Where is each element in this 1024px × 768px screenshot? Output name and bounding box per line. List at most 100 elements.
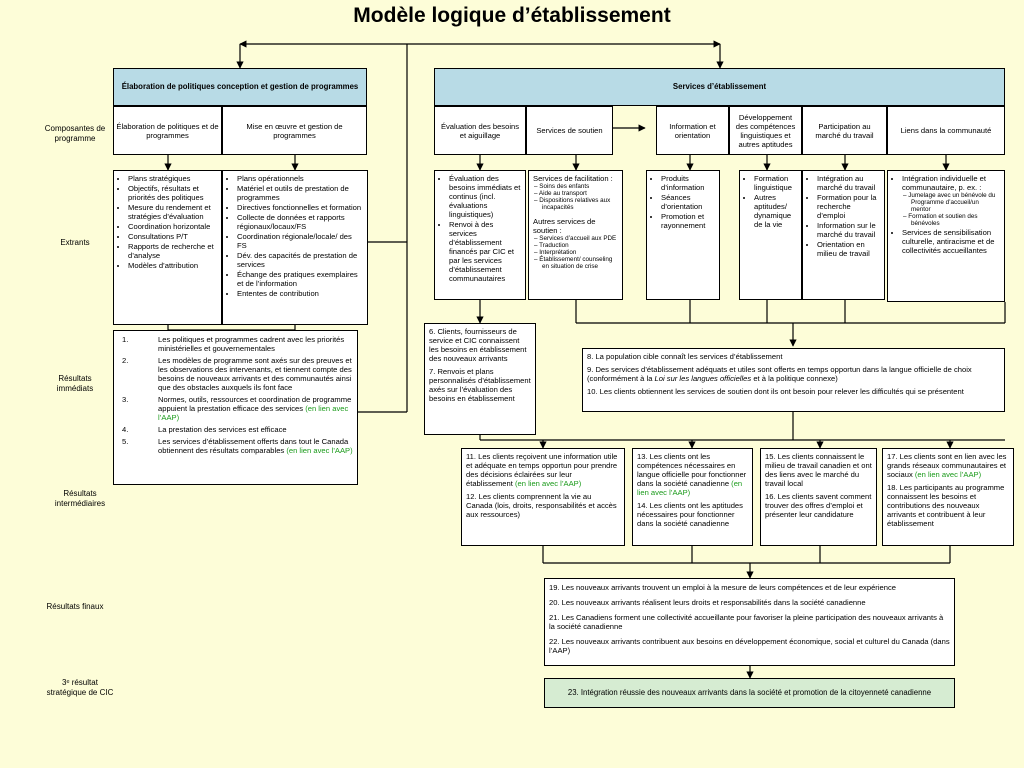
right-header: Services d’établissement xyxy=(434,68,1005,106)
output-subitem: Dispositions relatives aux incapacités xyxy=(539,197,618,211)
result-17-18: 17. Les clients sont en lien avec les gr… xyxy=(882,448,1014,546)
output-item: Ententes de contribution xyxy=(237,289,363,298)
final-result-item: 22. Les nouveaux arrivants contribuent a… xyxy=(549,637,950,655)
output-subitem: Jumelage avec un bénévole du Programme d… xyxy=(908,192,1000,213)
output-subitem: Aide au transport xyxy=(539,190,618,197)
out-soutien: Services de facilitation : Soins des enf… xyxy=(528,170,623,300)
output-subitem: Formation et soutien des bénévoles xyxy=(908,213,1000,227)
out-liens: Intégration individuelle et communautair… xyxy=(887,170,1005,302)
result-18: 18. Les participants au programme connai… xyxy=(887,483,1005,528)
result-text: Les modèles de programme sont axés sur d… xyxy=(158,356,352,392)
strategic-result: 23. Intégration réussie des nouveaux arr… xyxy=(544,678,955,708)
output-subitem: Services d’accueil aux PDE xyxy=(539,235,618,242)
result-number: 5. xyxy=(122,437,129,446)
output-item: Séances d’orientation xyxy=(661,193,715,211)
result-8-10: 8. La population cible connaît les servi… xyxy=(582,348,1005,412)
right-sub-information: Information et orientation xyxy=(656,106,729,155)
result-11-aap: (en lien avec l’AAP) xyxy=(514,479,582,488)
final-result-item: 21. Les Canadiens forment une collectivi… xyxy=(549,613,944,631)
liens-a: Intégration individuelle et communautair… xyxy=(902,174,987,192)
result-17: 17. Les clients sont en lien avec les gr… xyxy=(887,452,1007,479)
result-number: 1. xyxy=(122,335,129,344)
result-14: 14. Les clients ont les aptitudes nécess… xyxy=(637,501,743,528)
result-11: 11. Les clients reçoivent une informatio… xyxy=(466,452,618,488)
output-item: Modèles d’attribution xyxy=(128,261,217,270)
result-item: 4. La prestation des services est efficac… xyxy=(118,425,353,434)
output-item: Promotion et rayonnement xyxy=(661,212,715,230)
result-number: 3. xyxy=(122,395,129,404)
soutien-h1: Services de facilitation : xyxy=(533,174,613,183)
output-subitem: Interprétation xyxy=(539,249,618,256)
output-item: Plans opérationnels xyxy=(237,174,363,183)
left-sub-mise-en-oeuvre: Mise en œuvre et gestion de programmes xyxy=(222,106,367,155)
output-item: Objectifs, résultats et priorités des po… xyxy=(128,184,217,202)
result-number: 2. xyxy=(122,356,129,365)
result-17-aap: (en lien avec l’AAP) xyxy=(914,470,982,479)
output-item: Évaluation des besoins immédiats et cont… xyxy=(449,174,521,219)
result-7: 7. Renvois et plans personnalisés d’étab… xyxy=(429,367,531,403)
result-11-12: 11. Les clients reçoivent une informatio… xyxy=(461,448,625,546)
result-13: 13. Les clients ont les compétences néce… xyxy=(637,452,747,488)
result-15-16: 15. Les clients connaissent le milieu de… xyxy=(760,448,877,546)
result-6: 6. Clients, fournisseurs de service et C… xyxy=(429,327,527,363)
result-item: 1. Les politiques et programmes cadrent a… xyxy=(118,335,353,353)
output-subitem: Établissement/ counseling en situation d… xyxy=(539,256,618,270)
output-item: Orientation en milieu de travail xyxy=(817,240,880,258)
result-13-14: 13. Les clients ont les compétences néce… xyxy=(632,448,753,546)
right-sub-evaluation: Évaluation des besoins et aiguillage xyxy=(434,106,526,155)
output-subitem: Soins des enfants xyxy=(539,183,618,190)
output-item: Autres aptitudes/ dynamique de la vie xyxy=(754,193,797,229)
result-15: 15. Les clients connaissent le milieu de… xyxy=(765,452,872,488)
right-sub-liens: Liens dans la communauté xyxy=(887,106,1005,155)
page-title: Modèle logique d’établissement xyxy=(353,4,671,27)
result-text: Normes, outils, ressources et coordinati… xyxy=(158,395,352,413)
output-item: Dév. des capacités de prestation de serv… xyxy=(237,251,363,269)
soutien-h2: Autres services de soutien : xyxy=(533,217,596,235)
output-item: Formation linguistique xyxy=(754,174,797,192)
result-12: 12. Les clients comprennent la vie au Ca… xyxy=(466,492,617,519)
result-9-a: 9. Des services d’établissement adéquats… xyxy=(587,365,972,383)
row-label-intermediaires: Résultats intermédiaires xyxy=(54,489,106,508)
result-6-7: 6. Clients, fournisseurs de service et C… xyxy=(424,323,536,435)
output-item: Matériel et outils de prestation de prog… xyxy=(237,184,363,202)
final-results: 19. Les nouveaux arrivants trouvent un e… xyxy=(544,578,955,666)
result-item: 2. Les modèles de programme sont axés sur… xyxy=(118,356,353,392)
result-8: 8. La population cible connaît les servi… xyxy=(587,352,783,361)
result-item: 5. Les services d’établissement offerts d… xyxy=(118,437,353,455)
left-outputs-2: Plans opérationnelsMatériel et outils de… xyxy=(222,170,368,325)
final-result-item: 20. Les nouveaux arrivants réalisent leu… xyxy=(549,598,866,607)
result-item: 3. Normes, outils, ressources et coordina… xyxy=(118,395,353,422)
left-header: Élaboration de politiques conception et … xyxy=(113,68,367,106)
output-item: Intégration au marché du travail xyxy=(817,174,880,192)
result-text: Les politiques et programmes cadrent ave… xyxy=(158,335,345,353)
left-outputs-1: Plans stratégiquesObjectifs, résultats e… xyxy=(113,170,222,325)
result-number: 4. xyxy=(122,425,129,434)
left-sub-elaboration: Élaboration de politiques et de programm… xyxy=(113,106,222,155)
row-label-immediats: Résultats immédiats xyxy=(56,374,94,393)
row-label-strategique: 3ᵉ résultat stratégique de CIC xyxy=(46,678,114,697)
result-text: Les services d’établissement offerts dan… xyxy=(158,437,349,455)
output-item: Coordination horizontale xyxy=(128,222,217,231)
result-16: 16. Les clients savent comment trouver d… xyxy=(765,492,872,519)
out-information: Produits d’informationSéances d’orientat… xyxy=(646,170,720,300)
result-10: 10. Les clients obtiennent les services … xyxy=(587,387,964,396)
result-13-aap: (en lien avec l’AAP) xyxy=(637,479,743,497)
output-item: Coordination régionale/locale/ des FS xyxy=(237,232,363,250)
result-text: La prestation des services est efficace xyxy=(158,425,287,434)
row-label-composantes: Composantes de programme xyxy=(44,124,106,143)
output-item: Plans stratégiques xyxy=(128,174,217,183)
out-langue: Formation linguistiqueAutres aptitudes/ … xyxy=(739,170,802,300)
liens-b: Services de sensibilisation culturelle, … xyxy=(902,228,995,255)
output-item: Mesure du rendement et stratégies d’éval… xyxy=(128,203,217,221)
output-item: Échange des pratiques exemplaires et de … xyxy=(237,270,363,288)
output-item: Formation pour la recherche d’emploi xyxy=(817,193,880,220)
row-label-extrants: Extrants xyxy=(60,238,90,247)
output-item: Consultations P/T xyxy=(128,232,217,241)
result-9-b: et à la politique connexe) xyxy=(751,374,838,383)
out-marche: Intégration au marché du travailFormatio… xyxy=(802,170,885,300)
aap-link-note: (en lien avec l’AAP) xyxy=(158,404,349,422)
output-subitem: Traduction xyxy=(539,242,618,249)
output-item: Collecte de données et rapports régionau… xyxy=(237,213,363,231)
right-sub-marche: Participation au marché du travail xyxy=(802,106,887,155)
